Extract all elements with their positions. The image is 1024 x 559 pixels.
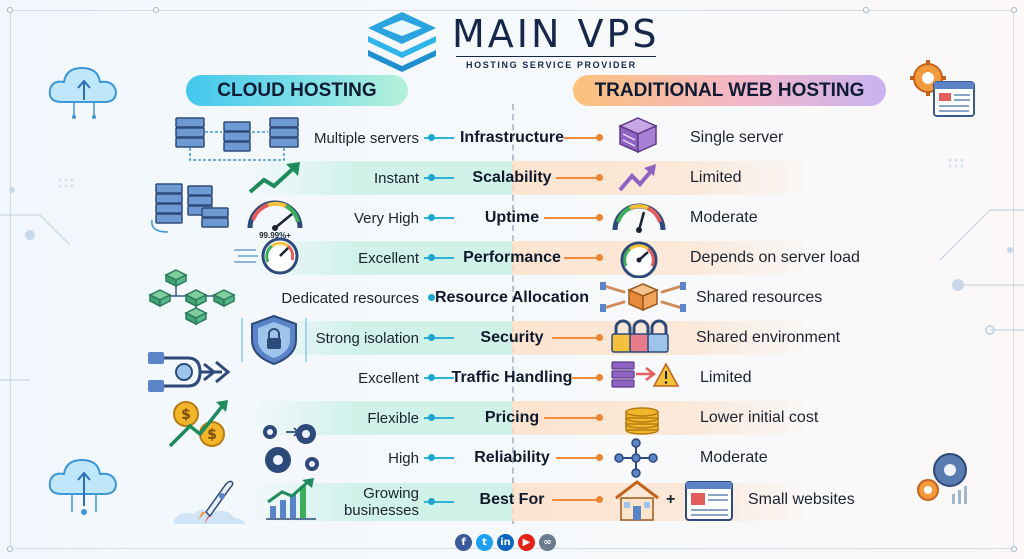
house-icon: [615, 480, 659, 521]
reliability-network-icon: [614, 438, 658, 478]
feature-label: Infrastructure: [459, 129, 565, 146]
cloud-hosting-header: CLOUD HOSTING: [186, 75, 408, 106]
cloud-value: Very High: [353, 209, 419, 227]
growth-arrow-icon: [248, 162, 300, 194]
facebook-icon[interactable]: f: [455, 534, 472, 551]
rocket-launch-icon: [174, 480, 246, 524]
traditional-value: Depends on server load: [690, 249, 860, 266]
traditional-value: Limited: [700, 369, 752, 386]
link-icon[interactable]: ∞: [539, 534, 556, 551]
uptime-gauge-icon: 99.99%+: [247, 200, 303, 240]
corner-dot: [1011, 7, 1017, 13]
limited-traffic-icon: [611, 361, 680, 388]
brand-rule: [456, 56, 656, 57]
cloud-value: Multiple servers: [313, 129, 419, 147]
speed-gauge-icon: [234, 237, 299, 275]
traditional-value: Shared environment: [696, 329, 841, 346]
pricing-growth-icon: $ $: [168, 400, 228, 448]
shared-locks-icon: [611, 319, 669, 353]
feature-label: Pricing: [484, 409, 540, 426]
traditional-value: Small websites: [748, 491, 855, 508]
cloud-value: Strong isolation: [315, 329, 419, 347]
gears-icon: [917, 453, 967, 504]
comparison-row-traffic-handling: Excellent Traffic Handling Limited: [0, 358, 1024, 398]
server-load-gauge-icon: [620, 241, 658, 278]
cloud-value: Flexible: [367, 409, 419, 427]
cloud-value: Excellent: [358, 249, 419, 267]
feature-label: Scalability: [472, 169, 552, 186]
uptime-gauge-label: 99.99%+: [259, 231, 291, 240]
brand-subtitle: HOSTING SERVICE PROVIDER: [466, 60, 637, 70]
coin-stack-icon: [625, 407, 659, 435]
main-vps-logo: [368, 12, 436, 72]
comparison-row-best-for: Growing businesses Best For + Small webs…: [0, 480, 1024, 524]
corner-dot: [1011, 546, 1017, 552]
security-shield-icon: [241, 314, 307, 366]
feature-label: Traffic Handling: [451, 369, 573, 386]
traditional-value: Shared resources: [696, 289, 823, 306]
comparison-row-resource-allocation: Dedicated resources Resource Allocation …: [0, 278, 1024, 318]
traditional-value: Limited: [690, 169, 742, 186]
feature-label: Uptime: [484, 209, 540, 226]
feature-label: Resource Allocation: [434, 289, 590, 306]
small-website-icon: [685, 481, 733, 521]
feature-label: Reliability: [474, 449, 550, 466]
multiple-servers-icon: [175, 117, 299, 161]
reliability-gears-icon: [263, 424, 319, 473]
comparison-row-pricing: Flexible Pricing Lower initial cost: [0, 398, 1024, 438]
cloud-value-line: businesses: [343, 502, 419, 519]
cloud-value-line: Growing: [363, 485, 419, 502]
brand-title: MAIN VPS: [452, 12, 660, 56]
svg-text:$: $: [207, 427, 217, 443]
comparison-row-scalability: Instant Scalability Limited: [0, 158, 1024, 198]
plus-sign: +: [666, 491, 676, 508]
twitter-icon[interactable]: t: [476, 534, 493, 551]
cloud-upload-icon: [48, 458, 118, 515]
corner-dot: [7, 7, 13, 13]
corner-dot: [7, 546, 13, 552]
youtube-icon[interactable]: ▶: [518, 534, 535, 551]
traditional-hosting-header: TRADITIONAL WEB HOSTING: [573, 75, 886, 106]
linkedin-icon[interactable]: in: [497, 534, 514, 551]
corner-dot: [863, 7, 869, 13]
single-server-icon: [618, 117, 658, 154]
cloud-value: Instant: [373, 169, 419, 187]
traditional-value: Moderate: [700, 449, 768, 466]
feature-label: Best For: [479, 491, 545, 508]
comparison-row-uptime: Very High Uptime Moderate: [0, 198, 1024, 238]
traditional-value: Moderate: [690, 209, 758, 226]
network-nodes-icon: [148, 269, 236, 326]
feature-label: Performance: [463, 249, 561, 266]
svg-text:$: $: [181, 407, 191, 423]
shared-resources-icon: [600, 282, 686, 312]
feature-label: Security: [480, 329, 544, 346]
center-divider: [512, 104, 514, 524]
server-cluster-icon: [151, 183, 229, 233]
traditional-value: Lower initial cost: [700, 409, 819, 426]
moderate-gauge-icon: [612, 203, 666, 233]
growth-chart-icon: [266, 478, 316, 520]
cloud-upload-icon: [48, 66, 118, 119]
comparison-row-reliability: High Reliability Moderate: [0, 438, 1024, 478]
cloud-value: Dedicated resources: [281, 289, 419, 307]
corner-dot: [153, 7, 159, 13]
gear-browser-icon: [910, 60, 975, 117]
comparison-row-infrastructure: Multiple servers Infrastructure Single s…: [0, 118, 1024, 158]
traffic-routing-icon: [148, 352, 231, 392]
traditional-value: Single server: [690, 129, 784, 146]
limited-growth-icon: [618, 164, 656, 192]
cloud-value: High: [388, 449, 419, 467]
cloud-value: Excellent: [358, 369, 419, 387]
cloud-value: Growing businesses: [344, 480, 419, 524]
